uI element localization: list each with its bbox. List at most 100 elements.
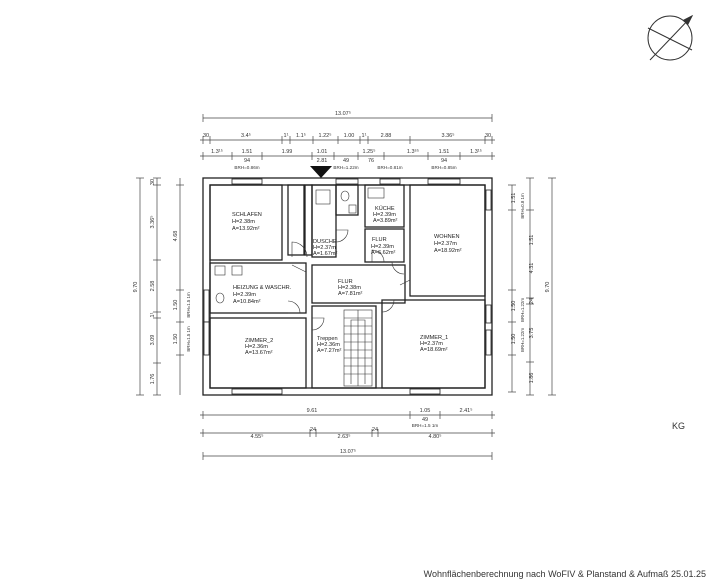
room-dusche: DUSCHE H=2.37m A=1.67m² (313, 239, 338, 257)
room-area: A=3.89m² (373, 218, 398, 224)
toilet-icon (340, 190, 350, 202)
dim-top-r1-2: 1¹ (284, 133, 289, 139)
dim-top-brh-1: BRH=1.22m (333, 165, 358, 170)
room-name: WOHNEN (434, 234, 459, 240)
dim-left-5: 1.76 (150, 374, 156, 385)
room-area: A=7.27m² (317, 348, 342, 354)
compass-icon (647, 14, 694, 61)
room-kueche: KÜCHE H=2.39m A=3.89m² (373, 205, 398, 224)
dim-left-1: 3.36⁵ (149, 216, 156, 229)
walls (202, 177, 493, 396)
dim-bot-r1-2: 2.41⁵ (460, 407, 473, 414)
room-name: KÜCHE (375, 205, 395, 212)
dim-left-3: 1¹ (150, 312, 156, 317)
room-area: A=7.81m² (338, 291, 363, 297)
dim-left-inner-2: 1.50 (173, 334, 179, 345)
heater-icon (214, 265, 226, 276)
room-wohnen: WOHNEN H=2.37m A=18.92m² (434, 234, 462, 254)
dim-top-brh-0: BRH=0.86m (234, 165, 259, 170)
dim-right-3: 3.75 (529, 328, 535, 339)
room-height: H=2.36m (317, 342, 340, 348)
room-height: H=2.39m (233, 292, 256, 298)
shower-tray-icon (315, 189, 331, 205)
room-height: H=2.36m (245, 344, 268, 350)
room-area: A=13.67m² (245, 350, 273, 356)
dim-right-inner-2: 1.50 (511, 334, 517, 345)
room-area: A=1.67m² (313, 251, 338, 257)
room-area: A=13.92m² (232, 226, 260, 232)
dim-bot-r1s-1: BRH=1.5 1m (412, 423, 439, 428)
dim-top-r2s-2: 49 (343, 158, 349, 164)
dim-top-r2-6: 1.51 (439, 149, 450, 155)
room-area: A=18.92m² (434, 248, 462, 254)
room-name: Treppen (317, 336, 338, 342)
room-height: H=2.39m (373, 212, 396, 218)
dim-top-r2-5: 1.3⁶⁵ (407, 148, 419, 155)
dim-top-r2-1: 1.51 (242, 149, 253, 155)
room-name: DUSCHE (313, 239, 337, 245)
room-area: A=18.69m² (420, 347, 448, 353)
dim-top-r1-3: 1.1⁵ (296, 132, 306, 139)
dim-bot-r2-4: 4.80⁵ (429, 433, 442, 440)
dim-bot-r2-0: 4.55⁵ (251, 433, 264, 440)
room-flur-small: FLUR H=2.39m A=6.62m² (371, 237, 396, 256)
dim-bot-r2-3: 24 (372, 427, 378, 433)
dim-left-0: 30 (150, 179, 156, 185)
right-dimensions: 1.51 1.50 1.50 BRH=0.8 1m BRH=1.22m BRH=… (508, 177, 556, 396)
dim-left-inner-1: 1.50 (173, 300, 179, 311)
bottom-dimensions: 9.61 1.05 2.41⁵ 49 BRH=1.5 1m 4.55⁵ 24 2… (200, 407, 495, 460)
section-marker-icon (310, 166, 332, 178)
dim-top-r2s-0: 94 (244, 158, 250, 164)
dim-bot-total: 13.07⁵ (340, 448, 356, 455)
windows (203, 178, 492, 395)
washing-machine-icon (231, 265, 243, 276)
dim-top-brh-3: BRH=0.85m (431, 165, 456, 170)
dim-top-r2-3: 1.01 (317, 149, 328, 155)
room-name: FLUR (372, 237, 387, 243)
top-dimensions: 13.07⁵ 30 3.4⁵ 1¹ 1.1⁵ 1.22⁵ 1.00 1¹ 2.8… (200, 110, 495, 170)
dim-top-r1-6: 1¹ (362, 133, 367, 139)
dim-top-r1-0: 30 (203, 133, 209, 139)
dim-top-r2-4: 1.25⁵ (363, 148, 376, 155)
dim-top-r2s-3: 76 (368, 158, 374, 164)
dim-bot-r2-2: 2.63⁵ (338, 433, 351, 440)
room-name: ZIMMER_1 (420, 335, 448, 341)
dim-top-r1-8: 3.36⁵ (442, 132, 455, 139)
dim-right-4: 1.86 (529, 373, 535, 384)
room-heizung: HEIZUNG & WASCHR. H=2.39m A=10.84m² (233, 285, 292, 305)
dim-top-r1-4: 1.22⁵ (319, 132, 332, 139)
dim-top-r2-2: 1.99 (282, 149, 293, 155)
room-schlafen: SCHLAFEN H=2.38m A=13.92m² (232, 212, 262, 232)
dim-top-r1-5: 1.00 (344, 133, 355, 139)
dim-left-2: 2.58 (150, 281, 156, 292)
room-area: A=10.84m² (233, 299, 261, 305)
dim-right-2: 24 (529, 298, 535, 304)
dim-right-brh-2: BRH=1.22m (520, 328, 525, 352)
dim-top-r2-0: 1.3¹⁵ (211, 148, 223, 155)
room-name: FLUR (338, 279, 353, 285)
room-flur: FLUR H=2.38m A=7.81m² (338, 279, 363, 297)
footer-caption: Wohnflächenberechnung nach WoFIV & Plans… (423, 569, 706, 579)
dim-left-brh-1: BRH=1.5 1m (186, 326, 191, 352)
dim-top-r1-7: 2.88 (381, 133, 392, 139)
dim-top-r1-9: 30 (485, 133, 491, 139)
dim-right-1: 4.31 (529, 263, 535, 274)
room-name: HEIZUNG & WASCHR. (233, 285, 292, 291)
room-area: A=6.62m² (371, 250, 396, 256)
room-zimmer2: ZIMMER_2 H=2.36m A=13.67m² (245, 338, 273, 356)
dim-right-inner-0: 1.51 (511, 193, 517, 204)
dim-bot-r1s-0: 49 (422, 417, 428, 423)
left-dimensions: 9.70 30 3.36⁵ 2.58 1¹ 3.09 1.76 4.68 1.5… (133, 177, 191, 396)
room-height: H=2.38m (338, 285, 361, 291)
room-treppen: Treppen H=2.36m A=7.27m² (317, 336, 342, 354)
sanitary-fixtures (214, 187, 385, 304)
dim-top-brh-2: BRH=0.81m (377, 165, 402, 170)
room-height: H=2.38m (232, 219, 255, 225)
dim-top-r2s-1: 2.81 (317, 158, 328, 164)
dim-left-total: 9.70 (133, 282, 139, 293)
room-name: ZIMMER_2 (245, 338, 273, 344)
room-zimmer1: ZIMMER_1 H=2.37m A=18.69m² (420, 335, 448, 353)
dim-top-r2-7: 1.3¹⁵ (470, 148, 482, 155)
kitchen-counter (367, 187, 385, 199)
